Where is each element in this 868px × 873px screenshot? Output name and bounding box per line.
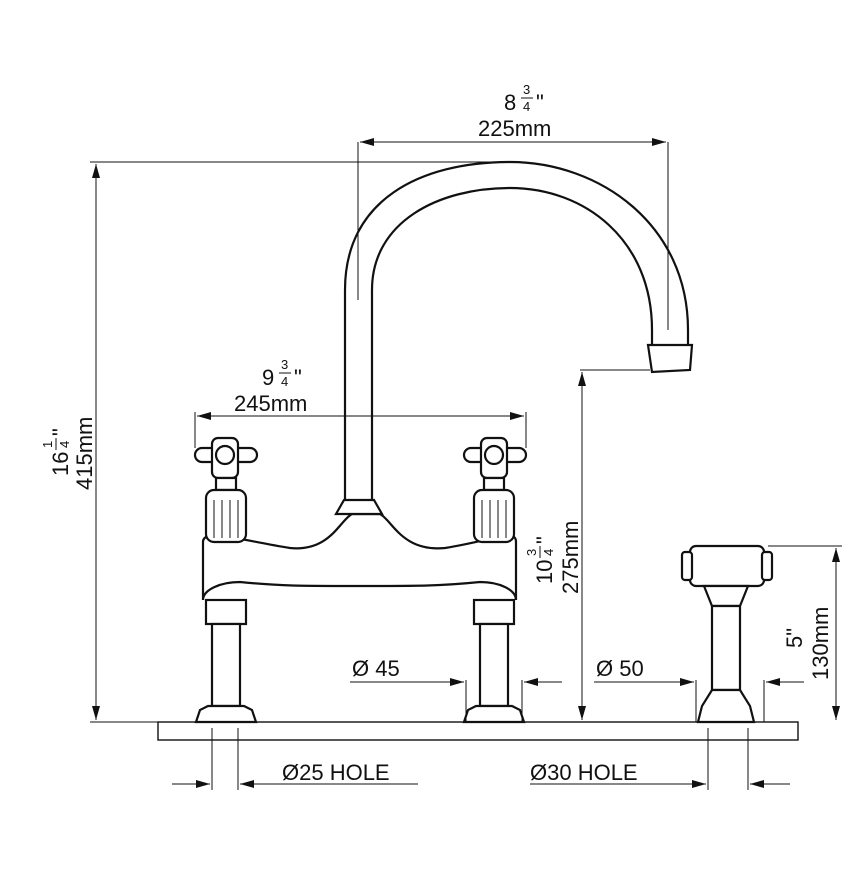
rinse-spray — [680, 544, 774, 724]
bridge-body — [201, 512, 518, 601]
left-valve — [193, 436, 259, 724]
width-inch-whole: 8 — [504, 90, 516, 115]
height-inch-den: 4 — [57, 441, 72, 448]
left-handle-stem — [214, 476, 238, 492]
span-inch-den: 4 — [281, 374, 288, 389]
spout-inner — [370, 186, 654, 500]
span-mm-label: 245mm — [234, 391, 307, 416]
base-b-label: Ø 50 — [596, 656, 644, 681]
height-mm-label: 415mm — [72, 417, 97, 490]
height-inch-mark: " — [48, 428, 73, 436]
spout-outer — [343, 160, 690, 500]
width-inch-mark: " — [536, 90, 544, 115]
spout-mm-label: 275mm — [558, 521, 583, 594]
spout-inch-mark: " — [532, 536, 557, 544]
width-mm-label: 225mm — [478, 116, 551, 141]
height-inch-whole: 16 — [48, 452, 73, 476]
right-valve — [462, 436, 528, 724]
width-inch-den: 4 — [523, 99, 530, 114]
left-leg-nut — [204, 598, 248, 626]
rinse-holder — [702, 584, 750, 608]
left-shroud — [204, 488, 248, 544]
right-leg — [478, 622, 510, 708]
rinse-mm-label: 130mm — [808, 607, 833, 680]
right-shroud — [472, 488, 516, 544]
spout-inch-whole: 10 — [532, 560, 557, 584]
span-inch-num: 3 — [281, 357, 288, 372]
left-leg — [210, 622, 242, 708]
base-a-label: Ø 45 — [352, 656, 400, 681]
rinse-base — [696, 688, 756, 724]
span-inch-whole: 9 — [262, 365, 274, 390]
rinse-head — [688, 544, 766, 588]
width-inch-num: 3 — [523, 82, 530, 97]
worktop — [157, 721, 799, 741]
span-inch-mark: " — [294, 365, 302, 390]
left-base — [194, 704, 258, 724]
rinse-stem — [710, 604, 742, 692]
right-leg-nut — [472, 598, 516, 626]
spout-collar — [334, 498, 384, 516]
spout-nozzle — [646, 343, 694, 374]
height-inch-num: 1 — [40, 441, 55, 448]
spout-inch-num: 3 — [524, 549, 539, 556]
hole-a-label: Ø25 HOLE — [282, 760, 390, 785]
spout-inch-den: 4 — [541, 549, 556, 556]
rinse-inch-label: 5" — [782, 628, 807, 648]
hole-b-label: Ø30 HOLE — [530, 760, 638, 785]
right-handle-stem — [482, 476, 506, 492]
right-base — [462, 704, 526, 724]
